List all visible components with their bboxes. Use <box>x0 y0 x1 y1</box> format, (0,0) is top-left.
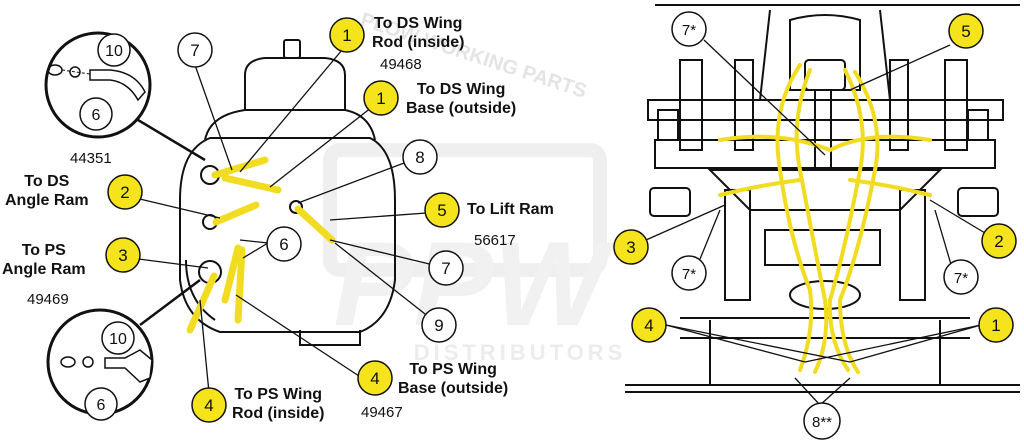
callout-6-top-text: 6 <box>92 107 101 124</box>
label-to-ps-wing-base-line1: To PS Wing <box>409 361 497 378</box>
callout-6-top: 6 <box>79 97 113 131</box>
callout-7-left: 7 <box>177 32 213 68</box>
hose-routing-left <box>186 156 336 334</box>
label-to-ds-wing-rod-line1: To DS Wing <box>374 15 463 32</box>
part-number-49469: 49469 <box>27 291 69 308</box>
callout-6-mid: 6 <box>266 226 302 262</box>
label-to-ds-wing-base-line1: To DS Wing <box>416 81 506 98</box>
callout-2-right-text: 2 <box>994 232 1003 251</box>
part-number-56617: 56617 <box>474 232 516 249</box>
callout-8-mid-text: 8 <box>415 148 424 167</box>
callout-1-mid-text: 1 <box>376 89 385 108</box>
callout-7star-left: 7* <box>671 255 707 291</box>
callout-4-mid: 4 <box>357 360 393 396</box>
callout-7-mid-text: 7 <box>441 259 450 278</box>
callout-1-mid: 1 <box>363 80 399 116</box>
watermark-brand: PPW <box>333 217 615 351</box>
label-to-ps-wing-rod-line1: To PS Wing <box>234 386 322 403</box>
label-to-ds-angle-ram-line2: Angle Ram <box>5 192 89 209</box>
watermark: PLOW WORKING PARTS PPW DISTRIBUTORS <box>323 9 627 365</box>
callout-6-bottom: 6 <box>84 387 118 421</box>
callout-1-right: 1 <box>978 307 1014 343</box>
callout-4-bottom-text: 4 <box>204 396 213 415</box>
label-to-ds-wing-base-line2: Base (outside) <box>406 100 517 117</box>
callout-1-top-text: 1 <box>342 26 351 45</box>
callout-9-mid: 9 <box>421 307 457 343</box>
label-to-ps-angle-ram-line2: Angle Ram <box>2 261 86 278</box>
label-to-ds-angle-ram: To DS Angle Ram <box>5 172 89 210</box>
callout-8-mid: 8 <box>402 139 438 175</box>
callout-10-top: 10 <box>97 33 131 67</box>
callout-4-mid-text: 4 <box>370 369 379 388</box>
callout-7-left-text: 7 <box>190 41 199 60</box>
callout-2-left: 2 <box>107 174 143 210</box>
callout-5-right: 5 <box>948 13 984 49</box>
label-to-ds-wing-base: To DS Wing Base (outside) <box>406 80 516 118</box>
callout-3-left: 3 <box>105 237 141 273</box>
label-to-ps-wing-rod-line2: Rod (inside) <box>232 405 325 422</box>
callout-7-mid: 7 <box>428 250 464 286</box>
callout-7star-right: 7* <box>943 259 979 295</box>
hose-routing-right <box>718 63 932 374</box>
callout-9-mid-text: 9 <box>434 316 443 335</box>
label-to-ps-wing-base-line2: Base (outside) <box>398 380 509 397</box>
watermark-sub: DISTRIBUTORS <box>414 340 627 365</box>
callout-7star-left-text: 7* <box>682 266 696 283</box>
callout-4-right: 4 <box>631 307 667 343</box>
callout-8starstar-text: 8** <box>812 414 832 431</box>
callout-8starstar: 8** <box>803 402 841 440</box>
callout-2-left-text: 2 <box>120 183 129 202</box>
callout-5-mid: 5 <box>424 192 460 228</box>
callout-10-bottom-text: 10 <box>109 331 127 348</box>
callout-3-right: 3 <box>613 229 649 265</box>
callout-3-right-text: 3 <box>626 238 635 257</box>
callout-4-bottom: 4 <box>191 387 227 423</box>
callout-10-bottom: 10 <box>101 321 135 355</box>
label-to-ps-wing-base: To PS Wing Base (outside) <box>398 360 508 398</box>
label-to-ds-angle-ram-line1: To DS <box>24 173 70 190</box>
label-to-lift-ram: To Lift Ram <box>467 201 554 218</box>
callout-1-right-text: 1 <box>991 316 1000 335</box>
callout-7star-top: 7* <box>671 11 707 47</box>
callout-6-mid-text: 6 <box>279 235 288 254</box>
callout-3-left-text: 3 <box>118 246 127 265</box>
part-number-49468: 49468 <box>380 56 422 73</box>
label-to-ps-angle-ram-line1: To PS <box>21 242 66 259</box>
callout-7star-right-text: 7* <box>954 270 968 287</box>
callout-10-top-text: 10 <box>105 43 123 60</box>
callout-7star-top-text: 7* <box>682 22 696 39</box>
part-number-44351: 44351 <box>70 150 112 167</box>
label-to-ds-wing-rod: To DS Wing Rod (inside) <box>372 14 464 52</box>
leader-lines-right <box>645 39 986 406</box>
callout-2-right: 2 <box>981 223 1017 259</box>
watermark-shield <box>323 143 607 277</box>
callout-6-bottom-text: 6 <box>97 397 106 414</box>
part-number-49467: 49467 <box>361 404 403 421</box>
label-to-ps-angle-ram: To PS Angle Ram <box>2 241 86 279</box>
callout-5-right-text: 5 <box>961 22 970 41</box>
plow-mount-assembly <box>625 4 1020 393</box>
label-to-ps-wing-rod: To PS Wing Rod (inside) <box>232 385 324 423</box>
label-to-ds-wing-rod-line2: Rod (inside) <box>372 34 465 51</box>
callout-5-mid-text: 5 <box>437 201 446 220</box>
callout-4-right-text: 4 <box>644 316 653 335</box>
callout-1-top: 1 <box>329 17 365 53</box>
leader-lines-left <box>122 43 447 404</box>
